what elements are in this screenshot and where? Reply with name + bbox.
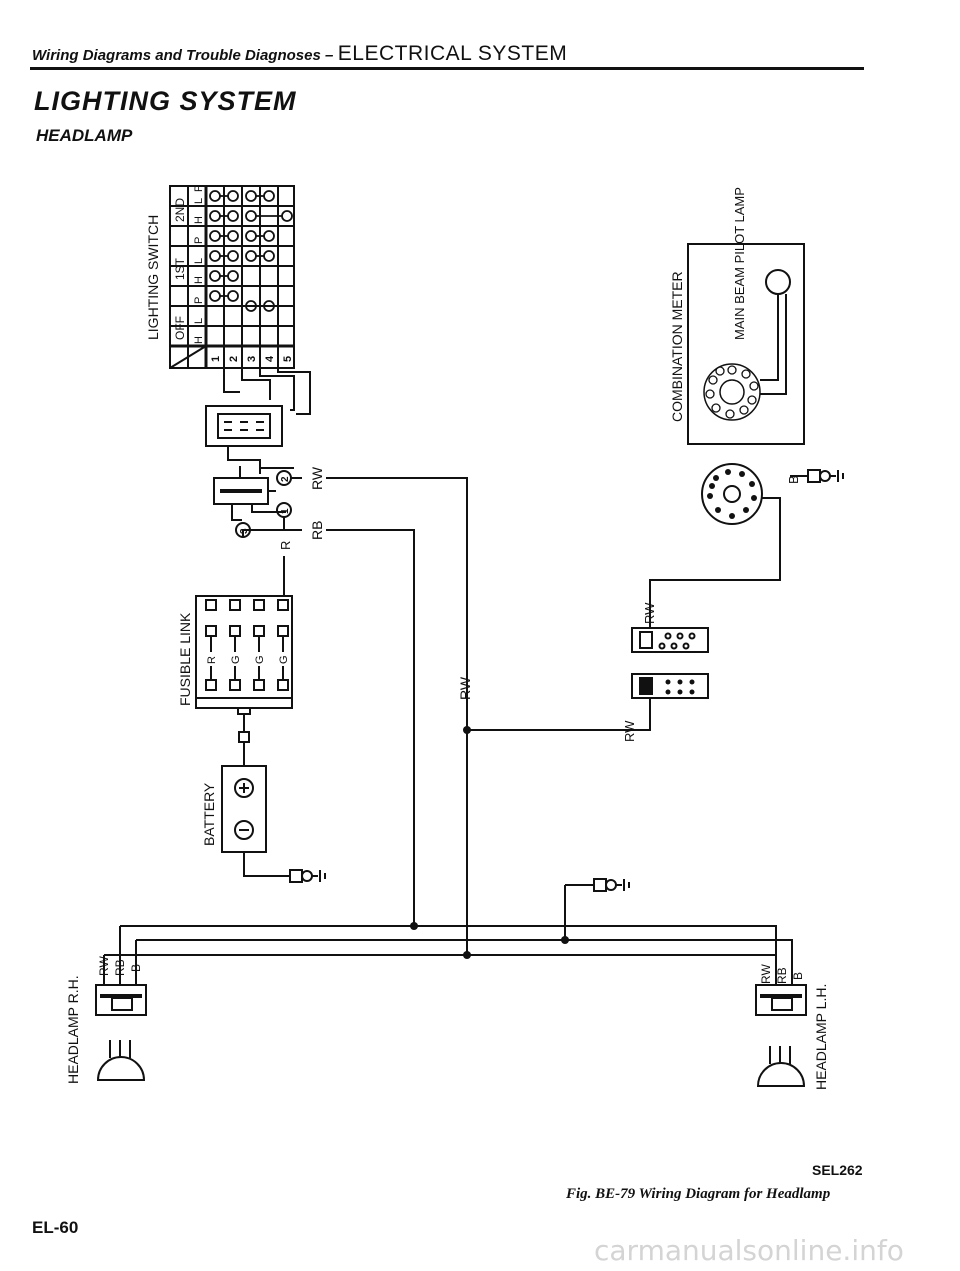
meter-connector <box>701 463 763 525</box>
figure-caption: Fig. BE-79 Wiring Diagram for Headlamp <box>566 1186 831 1202</box>
rw-connector-top <box>631 627 709 653</box>
lighting-switch-table <box>169 185 295 369</box>
headlamp-rh <box>96 1040 146 1081</box>
wire-label-rb-relay: RB <box>309 521 325 540</box>
switch-col-p2: P <box>193 237 205 244</box>
wire-label-rw-rh: RW <box>97 956 111 976</box>
page-subtitle: HEADLAMP <box>36 126 133 145</box>
headlamp-rh-connector <box>95 984 147 1016</box>
combination-meter-label: COMBINATION METER <box>669 271 685 422</box>
switch-col-p3: P <box>193 185 205 192</box>
pin-2: 2 <box>280 476 291 482</box>
combination-meter <box>687 243 805 445</box>
fusible-wire-g1: G <box>230 655 242 664</box>
switch-terminal-3: 3 <box>246 356 258 362</box>
main-beam-pilot-lamp-text: MAIN BEAM PILOT LAMP <box>732 187 747 340</box>
switch-col-p1: P <box>193 297 205 304</box>
switch-position-1st: 1ST <box>173 257 187 280</box>
watermark: carmanualsonline.info <box>594 1234 904 1267</box>
wire-label-b-rh: B <box>129 964 143 972</box>
switch-connector <box>205 405 283 474</box>
switch-col-h3: H <box>193 216 205 224</box>
fusible-wire-r: R <box>206 656 218 664</box>
switch-terminal-1: 1 <box>210 356 222 362</box>
switch-terminal-5: 5 <box>282 356 294 362</box>
wire-label-rb-rh: RB <box>113 959 127 976</box>
wire-label-rw-meter: RW <box>642 602 657 624</box>
switch-position-off: OFF <box>173 316 187 340</box>
headlamp-rh-label: HEADLAMP R.H. <box>65 975 81 1084</box>
headlamp-lh <box>756 1046 806 1087</box>
wire-label-rw-relay: RW <box>309 466 325 490</box>
page-header: Wiring Diagrams and Trouble Diagnoses – … <box>32 42 567 66</box>
headlamp-lh-connector <box>755 984 807 1016</box>
pin-3: 3 <box>239 528 250 534</box>
wire-label-r: R <box>278 541 293 550</box>
fusible-wire-g2: G <box>254 655 266 664</box>
wire-label-rw-center: RW <box>457 676 473 700</box>
relay-connector <box>213 466 294 521</box>
pin-1: 1 <box>280 508 291 514</box>
wire-label-b-meter: B <box>786 475 801 484</box>
figure-code: SEL262 <box>812 1162 863 1178</box>
lighting-switch-label: LIGHTING SWITCH <box>145 215 161 340</box>
switch-contacts <box>209 190 293 312</box>
wire-label-rb-lh: RB <box>775 967 789 984</box>
switch-col-h2: H <box>193 276 205 284</box>
switch-col-l3: L <box>193 198 205 204</box>
rw-connector-bottom <box>631 673 709 699</box>
page-title: LIGHTING SYSTEM <box>34 86 297 116</box>
switch-terminal-4: 4 <box>264 355 276 362</box>
fusible-link-label: FUSIBLE LINK <box>177 612 193 706</box>
battery <box>221 765 267 853</box>
fusible-link-block <box>195 595 293 715</box>
switch-terminal-2: 2 <box>228 356 240 362</box>
header-section: ELECTRICAL SYSTEM <box>337 42 568 65</box>
switch-col-l2: L <box>193 258 205 264</box>
headlamp-lh-label: HEADLAMP L.H. <box>813 984 829 1090</box>
switch-col-l1: L <box>193 318 205 324</box>
main-beam-pilot-lamp-label: MAIN BEAM PILOT LAMP <box>732 187 747 340</box>
wire-label-rw-lh: RW <box>759 964 773 984</box>
switch-col-h1: H <box>193 336 205 344</box>
page-number: EL-60 <box>32 1218 79 1237</box>
battery-label: BATTERY <box>201 782 217 846</box>
header-rule <box>30 67 864 70</box>
wire-label-b-lh: B <box>791 972 805 980</box>
wire-label-rw-lower: RW <box>622 720 637 742</box>
header-prefix: Wiring Diagrams and Trouble Diagnoses – <box>32 47 334 64</box>
fusible-wire-g3: G <box>278 655 290 664</box>
switch-position-2nd: 2ND <box>173 198 187 222</box>
